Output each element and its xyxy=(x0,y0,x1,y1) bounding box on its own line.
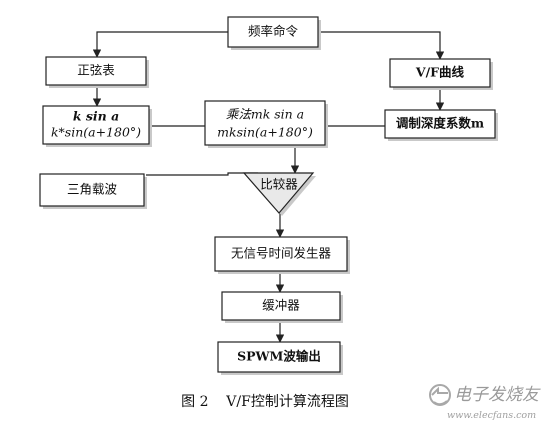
node-sine-table-label: 正弦表 xyxy=(77,63,115,78)
node-buffer: 缓冲器 xyxy=(221,291,343,323)
node-vf-curve: V/F曲线 xyxy=(389,58,493,90)
node-triangle-carrier-label: 三角载波 xyxy=(67,182,118,197)
connector-freq-to-sine xyxy=(92,31,228,58)
node-multiplier: 乘法mk sin a mksin(a+180°) xyxy=(204,100,328,148)
node-k-sine-line2: k*sin(a+180°) xyxy=(51,125,141,140)
watermark-url: www.elecfans.com xyxy=(447,410,536,421)
connectors xyxy=(92,31,445,343)
figure-caption: 图 2 V/F控制计算流程图 xyxy=(181,394,349,410)
node-multiplier-line2: mksin(a+180°) xyxy=(217,125,313,140)
node-triangle-carrier: 三角载波 xyxy=(39,173,147,209)
node-buffer-label: 缓冲器 xyxy=(262,298,300,313)
node-vf-curve-label: V/F曲线 xyxy=(415,65,465,80)
connector-freq-to-vf xyxy=(318,31,445,60)
node-sine-table: 正弦表 xyxy=(45,56,149,88)
node-k-sine-line1: k sin a xyxy=(73,109,119,124)
connector-carrier-to-comparator xyxy=(146,172,258,176)
watermark-logo-icon xyxy=(429,384,451,406)
watermark-brand: 电子发烧友 xyxy=(454,385,541,405)
node-comparator: 比较器 xyxy=(242,172,316,216)
node-k-sine: k sin a k*sin(a+180°) xyxy=(42,105,152,147)
watermark: 电子发烧友 www.elecfans.com xyxy=(429,384,541,421)
node-deadtime-generator-label: 无信号时间发生器 xyxy=(231,246,332,261)
node-spwm-output-label: SPWM波输出 xyxy=(237,349,321,364)
node-modulation-depth-label: 调制深度系数m xyxy=(396,116,484,131)
node-frequency-command: 频率命令 xyxy=(227,16,321,50)
node-frequency-command-label: 频率命令 xyxy=(248,24,299,39)
node-spwm-output: SPWM波输出 xyxy=(217,341,343,375)
node-modulation-depth: 调制深度系数m xyxy=(384,109,498,141)
node-deadtime-generator: 无信号时间发生器 xyxy=(214,236,350,274)
node-multiplier-line1: 乘法mk sin a xyxy=(226,107,304,122)
node-comparator-label: 比较器 xyxy=(260,177,298,192)
